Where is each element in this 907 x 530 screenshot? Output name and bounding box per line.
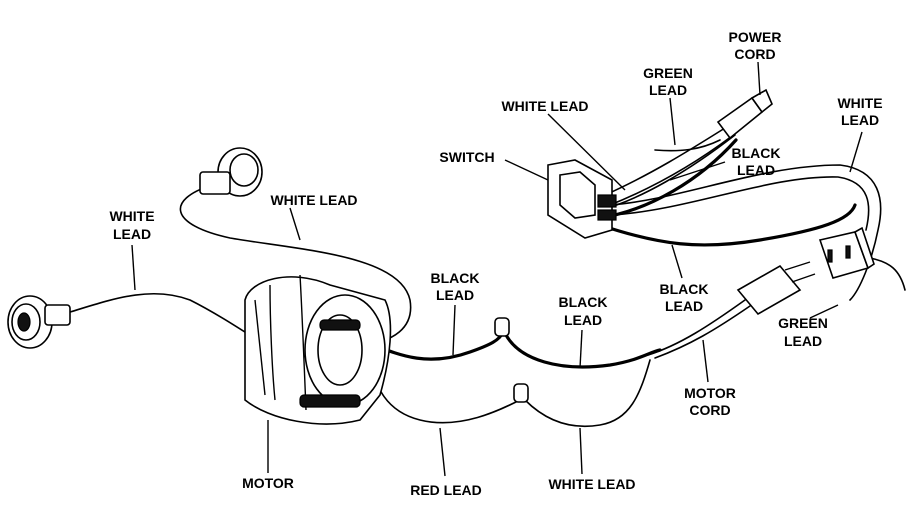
black-lead-mid	[504, 333, 662, 369]
label-black-lead-switch-2: LEAD	[737, 162, 775, 178]
label-green-lead-top-2: LEAD	[649, 82, 687, 98]
green-lead-top	[654, 139, 721, 152]
label-black-lead-mid-1: BLACK	[559, 294, 608, 310]
motor-stator	[244, 274, 392, 425]
motor-cord-plug	[736, 261, 816, 316]
red-white-connector	[513, 383, 529, 403]
labels: POWER CORD GREEN LEAD WHITE LEAD SWITCH …	[109, 29, 882, 498]
label-white-lead-left-1: WHITE	[109, 208, 154, 224]
label-black-lead-switch-1: BLACK	[732, 145, 781, 161]
label-green-lead-top-1: GREEN	[643, 65, 693, 81]
upper-brush-white-lead	[179, 184, 412, 346]
label-red-lead: RED LEAD	[410, 482, 482, 498]
upper-brush-holder	[199, 147, 263, 197]
motor-cord	[647, 299, 746, 356]
green-lead-right	[869, 257, 906, 291]
label-power-cord-2: CORD	[734, 46, 775, 62]
label-black-lead-right-1: BLACK	[660, 281, 709, 297]
label-motor: MOTOR	[242, 475, 294, 491]
label-black-lead-mid-2: LEAD	[564, 312, 602, 328]
white-lead-bottom	[524, 359, 651, 428]
label-black-lead-motor-2: LEAD	[436, 287, 474, 303]
label-white-lead-right-2: LEAD	[841, 112, 879, 128]
left-brush-holder	[7, 295, 71, 349]
label-motor-cord-2: CORD	[689, 402, 730, 418]
label-power-cord-1: POWER	[729, 29, 782, 45]
label-white-lead-top: WHITE LEAD	[501, 98, 588, 114]
leader-lines	[131, 61, 863, 477]
label-black-lead-motor-1: BLACK	[431, 270, 480, 286]
outlet-box	[818, 226, 875, 279]
power-cord-end	[716, 88, 773, 140]
label-white-lead-bottom: WHITE LEAD	[548, 476, 635, 492]
white-lead-right-loop	[609, 164, 882, 301]
label-white-lead-right-1: WHITE	[837, 95, 882, 111]
power-cord-wire	[604, 127, 726, 196]
black-lead-right	[598, 203, 857, 247]
label-green-lead-right-1: GREEN	[778, 315, 828, 331]
switch	[547, 159, 617, 239]
label-motor-cord-1: MOTOR	[684, 385, 736, 401]
black-lead-switch	[598, 138, 738, 220]
label-white-lead-upper: WHITE LEAD	[270, 192, 357, 208]
label-green-lead-right-2: LEAD	[784, 333, 822, 349]
label-black-lead-right-2: LEAD	[665, 298, 703, 314]
label-switch: SWITCH	[439, 149, 494, 165]
black-lead-connector	[494, 317, 510, 337]
label-white-lead-left-2: LEAD	[113, 226, 151, 242]
